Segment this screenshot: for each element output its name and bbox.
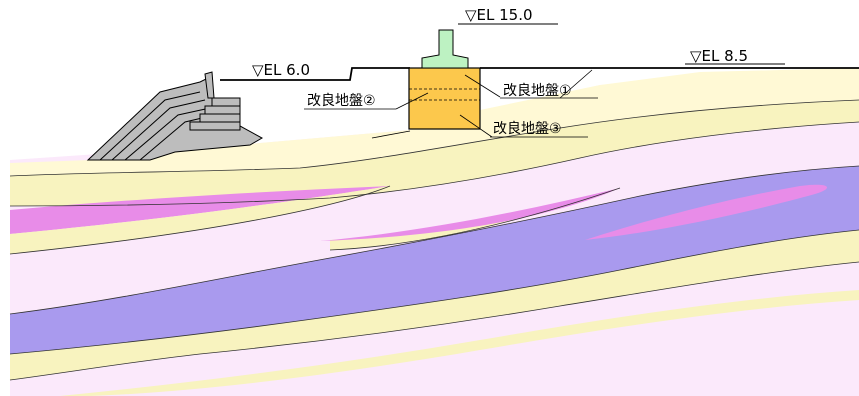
stratum-bottom-pink [10, 262, 859, 396]
leader-slope [371, 130, 411, 139]
stratum-surface-cream [10, 68, 859, 176]
label-el-6: ▽EL 6.0 [252, 61, 310, 79]
leader-improved-ground-3 [459, 114, 493, 138]
stratum-purple-clay [10, 166, 859, 354]
label-improved-ground-1: 改良地盤① [503, 83, 572, 99]
label-el-15: ▽EL 15.0 [465, 6, 533, 24]
label-el-8-5: ▽EL 8.5 [690, 47, 748, 65]
stratum-lower-yellow-band [10, 230, 859, 380]
label-improved-ground-2: 改良地盤② [307, 93, 376, 109]
leader-improved-ground-2 [395, 92, 429, 110]
ground-surface-line [220, 67, 859, 81]
lens-magenta-left [10, 186, 390, 234]
stratum-boundaries [9, 99, 859, 381]
leader-improved-ground-1 [464, 74, 501, 98]
revetment-structure [86, 71, 264, 161]
leader-ground-1-surface [559, 69, 593, 99]
stratum-upper-yellow-band [10, 100, 859, 206]
lens-magenta-in-purple [585, 184, 827, 240]
label-improved-ground-3: 改良地盤③ [493, 121, 562, 137]
stratum-yellow-thin-left [10, 186, 390, 254]
stratum-bottom-yellow-thin [60, 290, 859, 396]
seawall-pier [421, 29, 469, 69]
improved-ground-block [408, 67, 481, 130]
